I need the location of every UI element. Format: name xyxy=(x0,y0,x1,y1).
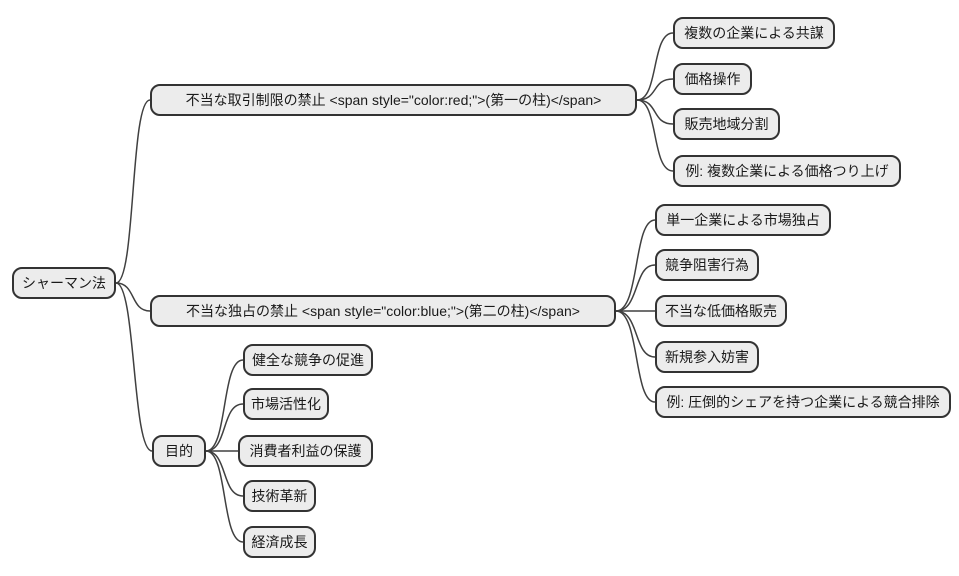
edge-branch-1-to-child-4 xyxy=(636,99,674,172)
node-branch-2: 不当な独占の禁止 <span style="color:blue;">(第二の柱… xyxy=(150,295,616,327)
edge-branch-3-to-child-1 xyxy=(205,359,244,452)
edge-root-to-branch-2 xyxy=(115,282,151,312)
edge-branch-1-to-child-2 xyxy=(636,78,674,101)
node-branch-2-child-3: 不当な低価格販売 xyxy=(655,295,787,327)
edge-root-to-branch-1 xyxy=(115,99,151,284)
edge-branch-2-to-child-5 xyxy=(615,310,656,403)
node-root: シャーマン法 xyxy=(12,267,116,299)
node-branch-3: 目的 xyxy=(152,435,206,467)
node-branch-3-child-4: 技術革新 xyxy=(243,480,316,512)
edge-branch-2-to-child-2 xyxy=(615,264,656,312)
edge-branch-3-to-child-5 xyxy=(205,450,244,543)
node-branch-2-child-5: 例: 圧倒的シェアを持つ企業による競合排除 xyxy=(655,386,951,418)
edge-branch-1-to-child-1 xyxy=(636,32,674,101)
node-branch-1-child-1: 複数の企業による共謀 xyxy=(673,17,835,49)
edge-branch-3-to-child-2 xyxy=(205,403,244,452)
node-branch-1: 不当な取引制限の禁止 <span style="color:red;">(第一の… xyxy=(150,84,637,116)
node-branch-3-child-1: 健全な競争の促進 xyxy=(243,344,373,376)
node-branch-1-child-4: 例: 複数企業による価格つり上げ xyxy=(673,155,901,187)
node-branch-3-child-5: 経済成長 xyxy=(243,526,316,558)
edge-branch-3-to-child-4 xyxy=(205,450,244,497)
edge-branch-1-to-child-3 xyxy=(636,99,674,125)
node-branch-3-child-3: 消費者利益の保護 xyxy=(238,435,373,467)
edge-root-to-branch-3 xyxy=(115,282,153,452)
node-branch-1-child-3: 販売地域分割 xyxy=(673,108,780,140)
node-branch-2-child-4: 新規参入妨害 xyxy=(655,341,759,373)
edge-branch-2-to-child-4 xyxy=(615,310,656,358)
node-branch-2-child-2: 競争阻害行為 xyxy=(655,249,759,281)
node-branch-2-child-1: 単一企業による市場独占 xyxy=(655,204,831,236)
node-branch-1-child-2: 価格操作 xyxy=(673,63,752,95)
node-branch-3-child-2: 市場活性化 xyxy=(243,388,329,420)
edge-branch-2-to-child-1 xyxy=(615,219,656,312)
